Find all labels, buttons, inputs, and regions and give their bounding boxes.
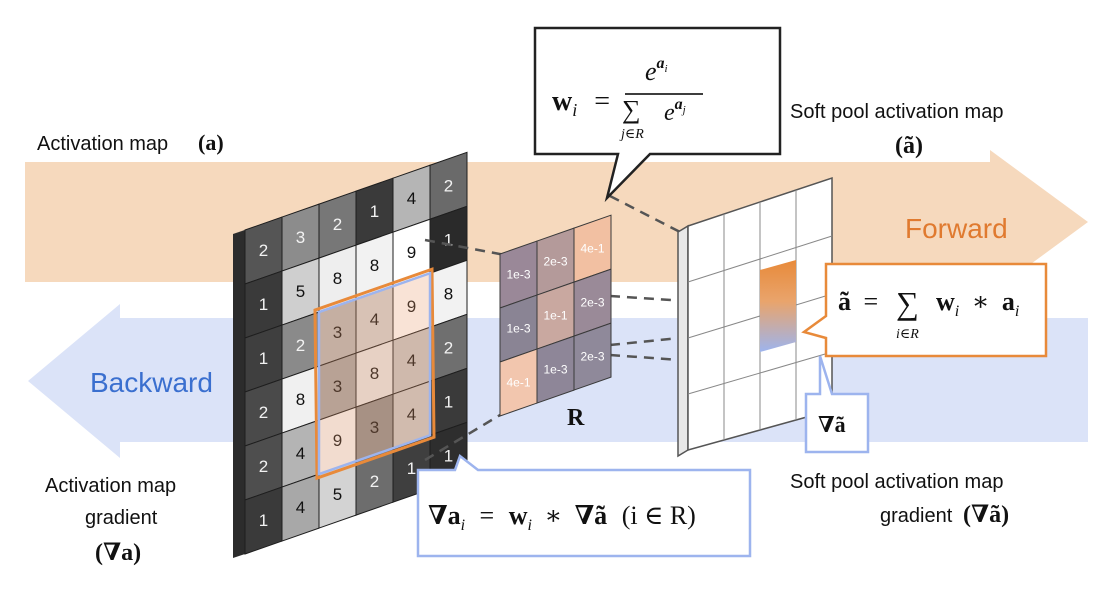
region-cell-value: 1e-3 (506, 322, 530, 336)
activation-cell-value: 8 (333, 269, 342, 288)
backward-label: Backward (90, 367, 213, 398)
pooled-cell (760, 260, 796, 352)
region-cell-value: 2e-3 (543, 255, 567, 269)
svg-text:∇ai = wi ∗: ∇ai = wi ∗ ∇ã (i ∈ R) (428, 501, 696, 536)
region-cell-value: 1e-1 (543, 309, 567, 323)
region-cell (573, 322, 612, 391)
backward-formula-callout: ∇ai = wi ∗ ∇ã (i ∈ R) (416, 453, 752, 558)
soft-pool-map (677, 176, 833, 458)
region-cell-value: 2e-3 (580, 350, 604, 364)
svg-text:eaj: eaj (664, 96, 686, 126)
activation-cell-value: 4 (370, 310, 379, 329)
svg-text:eai: eai (645, 55, 668, 86)
svg-text:∑: ∑ (622, 95, 641, 124)
activation-map-side (233, 230, 245, 558)
activation-cell-value: 1 (259, 295, 268, 314)
pool-window-cell (393, 327, 430, 395)
activation-grad-line2: gradient (85, 507, 158, 529)
activation-cell-value: 1 (407, 459, 416, 478)
region-weight-grid: 1e-3 2e-3 4e-1 1e-3 1e-1 2e-3 4e-1 1e-3 2e-3 (499, 214, 612, 417)
pool-window-cell (319, 299, 356, 367)
activation-cell-value: 8 (370, 364, 379, 383)
activation-cell-value: 1 (370, 202, 379, 221)
activation-cell-value: 8 (444, 284, 453, 303)
region-cell-value: 1e-3 (543, 363, 567, 377)
activation-cell-value: 5 (333, 485, 342, 504)
activation-cell-value: 1 (444, 446, 453, 465)
activation-cell-value: 8 (296, 390, 305, 409)
region-cell-value: 4e-1 (506, 376, 530, 390)
svg-text:∇ã: ∇ã (818, 412, 846, 437)
activation-cell-value: 3 (370, 418, 379, 437)
forward-formula-callout: ã = ∑ i∈R wi ∗ ai (801, 262, 1048, 358)
soft-grad-line2: gradient (880, 505, 953, 527)
activation-cell-value: 4 (407, 351, 416, 370)
svg-text:ã =: ã = (838, 287, 878, 316)
soft-pool-map-symbol: (ã) (895, 133, 923, 159)
activation-cell-value: 9 (333, 431, 342, 450)
region-cell-value: 2e-3 (580, 296, 604, 310)
pool-window-gradient-highlight (317, 271, 432, 476)
activation-map-symbol: (a) (198, 130, 224, 155)
activation-cell-value: 2 (259, 457, 268, 476)
svg-text:wi =: wi = (552, 86, 610, 123)
pool-window-cell (356, 286, 393, 354)
svg-text:i∈R: i∈R (896, 327, 919, 342)
activation-cell-value: 1 (444, 230, 453, 249)
svg-text:j∈R: j∈R (619, 127, 644, 142)
soft-pool-map-label: Soft pool activation map (790, 101, 1003, 123)
soft-grad-symbol: (∇ã) (963, 502, 1009, 528)
activation-cell-value: 9 (407, 297, 416, 316)
pool-window-cell (393, 381, 430, 449)
activation-cell-value: 1 (259, 511, 268, 530)
activation-cell-value: 1 (444, 392, 453, 411)
weight-formula-callout: wi = eai ∑ j∈R eaj (533, 26, 782, 203)
pool-window-cell (319, 353, 356, 421)
grad-tilde-callout: ∇ã (804, 355, 870, 454)
pool-window-cell (393, 273, 430, 341)
soft-grad-line1: Soft pool activation map (790, 471, 1003, 493)
activation-grad-symbol: (∇a) (95, 540, 141, 566)
region-cell-value: 1e-3 (506, 268, 530, 282)
activation-cell-value: 3 (333, 377, 342, 396)
activation-cell-value: 2 (333, 215, 342, 234)
svg-text:wi ∗ ai: wi ∗ ai (936, 287, 1019, 322)
activation-cell-value: 2 (259, 403, 268, 422)
activation-map-grid: 2 3 2 1 4 2 1 5 8 8 9 1 1 2 3 4 9 8 2 8 3 8 4 2 2 4 9 3 4 1 1 4 5 2 1 1 (233, 151, 468, 558)
svg-text:∑: ∑ (896, 285, 919, 321)
activation-map-label: Activation map (37, 133, 168, 155)
region-cell-value: 4e-1 (580, 242, 604, 256)
activation-cell-value: 4 (296, 498, 305, 517)
soft-grid-hline (687, 351, 833, 395)
pool-window-cell (356, 394, 393, 462)
pool-window-cell (356, 340, 393, 408)
activation-cell-value: 2 (444, 176, 453, 195)
activation-cell-value: 4 (407, 405, 416, 424)
activation-cell-value: 5 (296, 282, 305, 301)
activation-grad-line1: Activation map (45, 475, 176, 497)
activation-cell-value: 9 (407, 243, 416, 262)
pool-window-highlight (313, 267, 436, 481)
activation-cell-value: 4 (407, 189, 416, 208)
activation-cell-value: 3 (296, 228, 305, 247)
activation-cell-value: 2 (370, 472, 379, 491)
activation-cell-value: 2 (296, 336, 305, 355)
activation-cell-value: 1 (259, 349, 268, 368)
pool-window-cell (319, 407, 356, 475)
activation-cell-value: 3 (333, 323, 342, 342)
activation-cell-value: 8 (370, 256, 379, 275)
region-label: R (567, 405, 585, 431)
forward-label: Forward (905, 213, 1008, 244)
activation-cell-value: 2 (259, 241, 268, 260)
activation-cell-value: 4 (296, 444, 305, 463)
activation-cell-value: 2 (444, 338, 453, 357)
